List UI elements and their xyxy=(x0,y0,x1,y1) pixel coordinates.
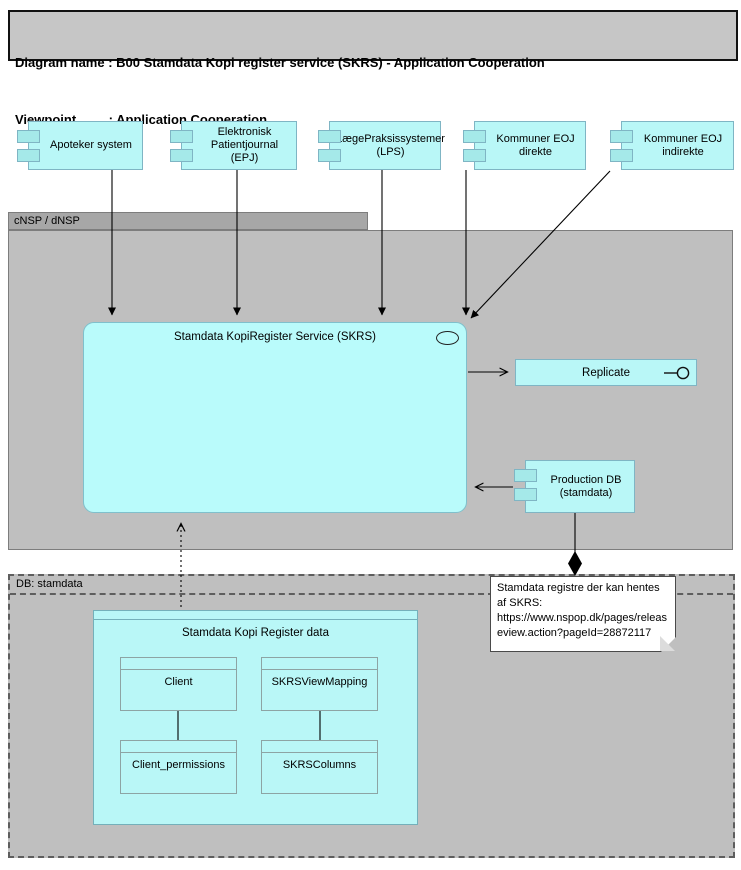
component-kommuner-eoj-indirekte[interactable]: Kommuner EOJ indirekte xyxy=(610,121,734,170)
lollipop-interface-icon xyxy=(664,366,690,379)
diagram-title-line1: Diagram name : B00 Stamdata Kopi registe… xyxy=(15,55,545,70)
service-skrs[interactable]: Stamdata KopiRegister Service (SKRS) xyxy=(83,322,467,513)
component-label: Apoteker system xyxy=(50,139,132,151)
component-kommuner-eoj-direkte[interactable]: Kommuner EOJ direkte xyxy=(463,121,586,170)
component-label: Kommuner EOJ indirekte xyxy=(643,132,723,158)
note-stamdata-registre[interactable]: Stamdata registre der kan hentes af SKRS… xyxy=(490,576,676,652)
group-db-stamdata-header: DB: stamdata xyxy=(10,576,733,595)
group-cnsp-dnsp-tab[interactable]: cNSP / dNSP xyxy=(8,212,368,230)
note-fold-corner xyxy=(660,636,675,651)
component-label: LægePraksissystemer (LPS) xyxy=(336,132,445,158)
diagram-title-block: Diagram name : B00 Stamdata Kopi registe… xyxy=(8,10,738,127)
note-text: Stamdata registre der kan hentes af SKRS… xyxy=(497,582,667,639)
component-lps[interactable]: LægePraksissystemer (LPS) xyxy=(318,121,445,170)
table-label: SKRSColumns xyxy=(282,759,357,771)
table-client[interactable]: Client xyxy=(120,657,237,711)
component-apoteker-system[interactable]: Apoteker system xyxy=(17,121,143,170)
service-label: Stamdata KopiRegister Service (SKRS) xyxy=(174,331,376,343)
data-model-title: Stamdata Kopi Register data xyxy=(181,627,330,639)
table-label: Client_permissions xyxy=(132,759,225,771)
component-epj[interactable]: Elektronisk Patientjournal (EPJ) xyxy=(170,121,297,170)
table-label: Client xyxy=(164,676,193,688)
component-production-db[interactable]: Production DB (stamdata) xyxy=(514,460,635,513)
group-label: DB: stamdata xyxy=(16,578,83,590)
component-label: Kommuner EOJ direkte xyxy=(496,132,575,158)
table-skrsviewmapping[interactable]: SKRSViewMapping xyxy=(261,657,378,711)
table-label: SKRSViewMapping xyxy=(271,676,368,688)
service-oval-icon xyxy=(436,331,459,345)
data-model-header-band xyxy=(94,611,417,620)
table-client-permissions[interactable]: Client_permissions xyxy=(120,740,237,794)
interface-replicate[interactable]: Replicate xyxy=(515,359,697,386)
diamond-end-icon xyxy=(568,551,582,576)
table-skrscolumns[interactable]: SKRSColumns xyxy=(261,740,378,794)
group-label: cNSP / dNSP xyxy=(14,215,80,227)
component-label: Elektronisk Patientjournal (EPJ) xyxy=(210,126,279,164)
component-label: Production DB (stamdata) xyxy=(550,473,622,499)
interface-label: Replicate xyxy=(582,366,630,379)
